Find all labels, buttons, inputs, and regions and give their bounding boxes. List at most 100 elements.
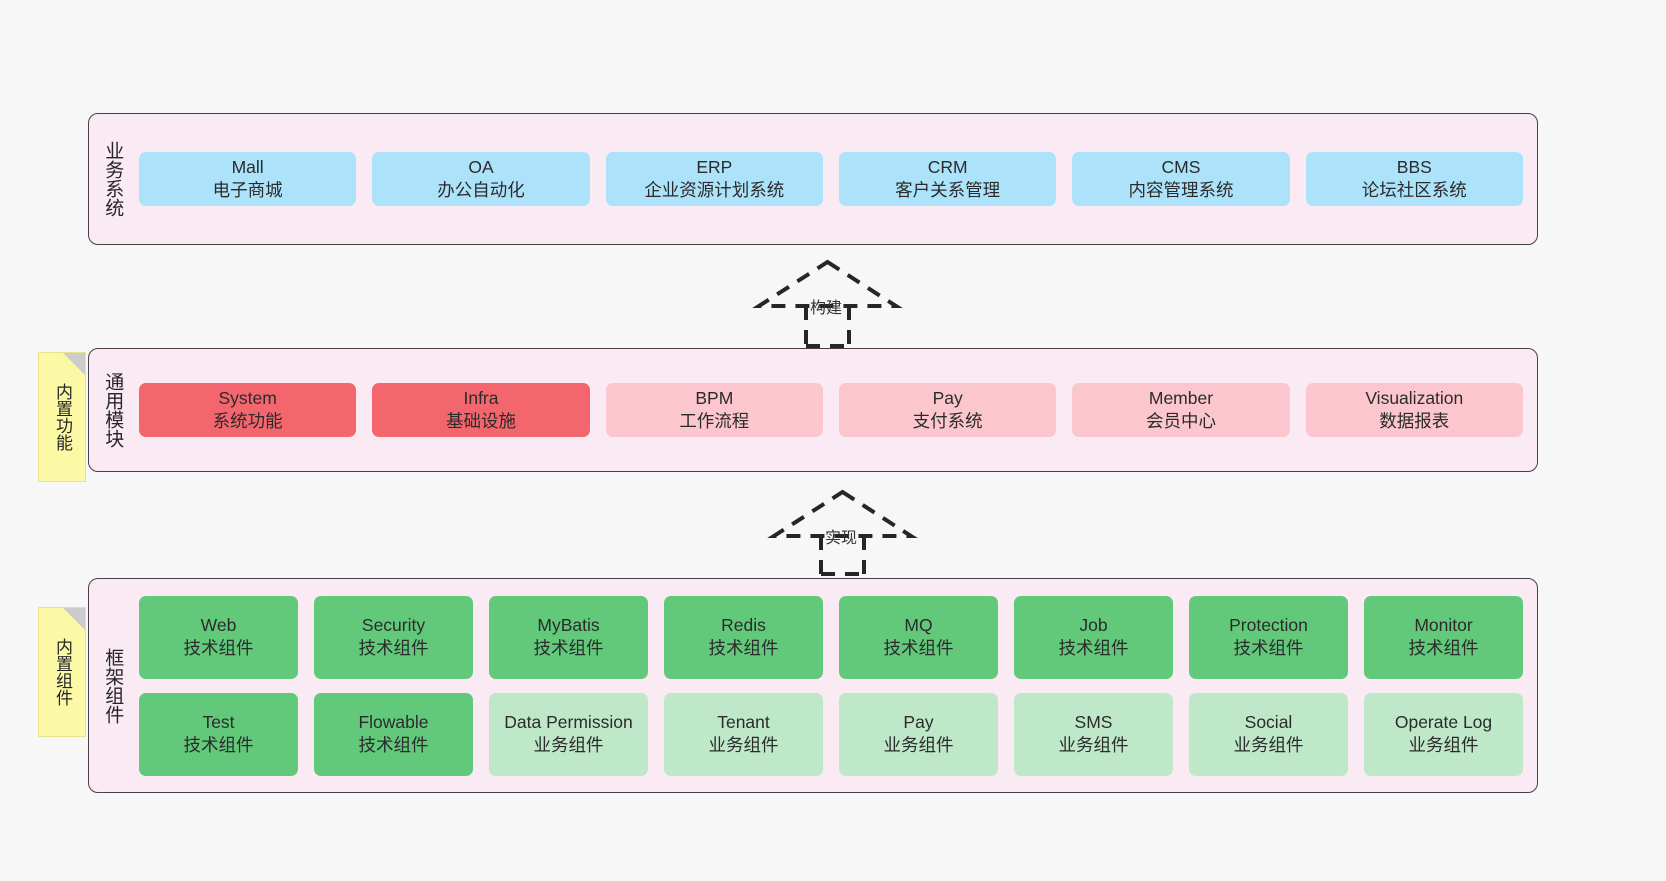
component-card-monitor[interactable]: Monitor 技术组件	[1364, 595, 1523, 679]
module-card-bpm[interactable]: BPM 工作流程	[605, 382, 823, 438]
module-name: CRM	[927, 156, 968, 177]
module-card-pay[interactable]: Pay 支付系统	[838, 382, 1057, 438]
module-desc: 会员中心	[1145, 411, 1216, 431]
layer-row: Mall 电子商城 OA 办公自动化 ERP 企业资源计划系统 CRM 客户关系…	[139, 151, 1523, 207]
layer-title-business-systems: 业务系统	[102, 141, 124, 217]
layer-title-framework-components: 框架组件	[102, 647, 124, 724]
module-name: System	[218, 387, 277, 408]
module-desc: 论坛社区系统	[1361, 180, 1467, 200]
component-desc: 业务组件	[1408, 735, 1479, 755]
component-desc: 技术组件	[708, 638, 779, 658]
component-name: Redis	[721, 614, 766, 635]
module-card-member[interactable]: Member 会员中心	[1072, 382, 1290, 438]
module-desc: 数据报表	[1379, 411, 1450, 431]
note-text: 内置功能	[53, 383, 73, 451]
component-desc: 技术组件	[883, 638, 954, 658]
note-text: 内置组件	[53, 638, 73, 706]
module-desc: 基础设施	[445, 411, 516, 431]
layer-row: Test 技术组件 Flowable 技术组件 Data Permission …	[139, 692, 1523, 776]
component-name: Data Permission	[504, 711, 633, 732]
component-name: Social	[1244, 711, 1293, 732]
note-builtin-function: 内置功能	[38, 352, 86, 482]
module-desc: 支付系统	[912, 411, 983, 431]
connector-label-implement: 实现	[825, 530, 858, 547]
layer-row: Web 技术组件 Security 技术组件 MyBatis 技术组件 Redi…	[139, 595, 1523, 679]
component-desc: 技术组件	[533, 638, 604, 658]
module-card-erp[interactable]: ERP 企业资源计划系统	[605, 151, 823, 207]
module-card-cms[interactable]: CMS 内容管理系统	[1072, 151, 1290, 207]
module-card-oa[interactable]: OA 办公自动化	[372, 151, 590, 207]
component-name: Operate Log	[1394, 711, 1493, 732]
component-card-job[interactable]: Job 技术组件	[1014, 595, 1173, 679]
module-desc: 内容管理系统	[1128, 180, 1234, 200]
component-card-sms[interactable]: SMS 业务组件	[1014, 692, 1173, 776]
component-desc: 技术组件	[1408, 638, 1479, 658]
component-name: Flowable	[358, 711, 429, 732]
connector-implement: 实现	[767, 488, 918, 576]
layer-title-common-modules: 通用模块	[102, 372, 124, 448]
connector-build: 构建	[752, 258, 903, 348]
layer-row: System 系统功能 Infra 基础设施 BPM 工作流程 Pay 支付系统…	[139, 382, 1523, 438]
layer-body-framework-components: Web 技术组件 Security 技术组件 MyBatis 技术组件 Redi…	[135, 579, 1537, 792]
module-desc: 企业资源计划系统	[644, 180, 785, 200]
module-name: OA	[468, 156, 494, 177]
module-name: Member	[1148, 387, 1214, 408]
module-desc: 客户关系管理	[895, 180, 1001, 200]
layer-common-modules: 通用模块 System 系统功能 Infra 基础设施 BPM 工作流程 Pay…	[88, 348, 1538, 472]
module-card-system[interactable]: System 系统功能	[139, 382, 357, 438]
module-desc: 办公自动化	[437, 180, 525, 200]
component-name: Tenant	[717, 711, 770, 732]
component-card-redis[interactable]: Redis 技术组件	[664, 595, 823, 679]
component-name: Web	[200, 614, 237, 635]
generalization-arrow-icon	[767, 489, 918, 576]
component-card-security[interactable]: Security 技术组件	[314, 595, 473, 679]
component-name: SMS	[1074, 711, 1113, 732]
component-desc: 技术组件	[358, 638, 429, 658]
component-card-social[interactable]: Social 业务组件	[1189, 692, 1348, 776]
module-card-crm[interactable]: CRM 客户关系管理	[838, 151, 1057, 207]
note-fold-icon	[63, 353, 85, 375]
layer-body-business-systems: Mall 电子商城 OA 办公自动化 ERP 企业资源计划系统 CRM 客户关系…	[135, 114, 1537, 244]
component-card-operate-log[interactable]: Operate Log 业务组件	[1364, 692, 1523, 776]
component-desc: 技术组件	[1058, 638, 1129, 658]
component-name: MyBatis	[537, 614, 600, 635]
module-name: CMS	[1161, 156, 1201, 177]
module-card-bbs[interactable]: BBS 论坛社区系统	[1305, 151, 1523, 207]
component-desc: 技术组件	[1233, 638, 1304, 658]
component-desc: 业务组件	[533, 735, 604, 755]
component-name: Protection	[1229, 614, 1308, 635]
module-name: Visualization	[1365, 387, 1464, 408]
note-builtin-component: 内置组件	[38, 607, 86, 737]
generalization-arrow-icon	[752, 259, 903, 348]
module-desc: 电子商城	[212, 180, 283, 200]
component-desc: 业务组件	[1058, 735, 1129, 755]
component-desc: 技术组件	[183, 735, 254, 755]
module-name: BPM	[695, 387, 734, 408]
module-desc: 系统功能	[212, 411, 283, 431]
component-card-web[interactable]: Web 技术组件	[139, 595, 298, 679]
component-card-flowable[interactable]: Flowable 技术组件	[314, 692, 473, 776]
module-card-visualization[interactable]: Visualization 数据报表	[1305, 382, 1523, 438]
component-card-pay[interactable]: Pay 业务组件	[839, 692, 998, 776]
layer-business-systems: 业务系统 Mall 电子商城 OA 办公自动化 ERP 企业资源计划系统 CRM…	[88, 113, 1538, 245]
module-card-mall[interactable]: Mall 电子商城	[139, 151, 357, 207]
component-card-mybatis[interactable]: MyBatis 技术组件	[489, 595, 648, 679]
component-desc: 技术组件	[358, 735, 429, 755]
component-name: MQ	[904, 614, 933, 635]
layer-body-common-modules: System 系统功能 Infra 基础设施 BPM 工作流程 Pay 支付系统…	[135, 349, 1537, 471]
component-desc: 技术组件	[183, 638, 254, 658]
component-desc: 业务组件	[708, 735, 779, 755]
note-fold-icon	[63, 608, 85, 630]
layer-framework-components: 框架组件 Web 技术组件 Security 技术组件 MyBatis 技术组件…	[88, 578, 1538, 793]
connector-label-build: 构建	[810, 300, 843, 317]
component-name: Security	[361, 614, 426, 635]
module-desc: 工作流程	[679, 411, 750, 431]
component-card-mq[interactable]: MQ 技术组件	[839, 595, 998, 679]
component-card-protection[interactable]: Protection 技术组件	[1189, 595, 1348, 679]
component-name: Test	[202, 711, 235, 732]
component-card-test[interactable]: Test 技术组件	[139, 692, 298, 776]
component-card-tenant[interactable]: Tenant 业务组件	[664, 692, 823, 776]
component-card-data-permission[interactable]: Data Permission 业务组件	[489, 692, 648, 776]
module-card-infra[interactable]: Infra 基础设施	[372, 382, 590, 438]
